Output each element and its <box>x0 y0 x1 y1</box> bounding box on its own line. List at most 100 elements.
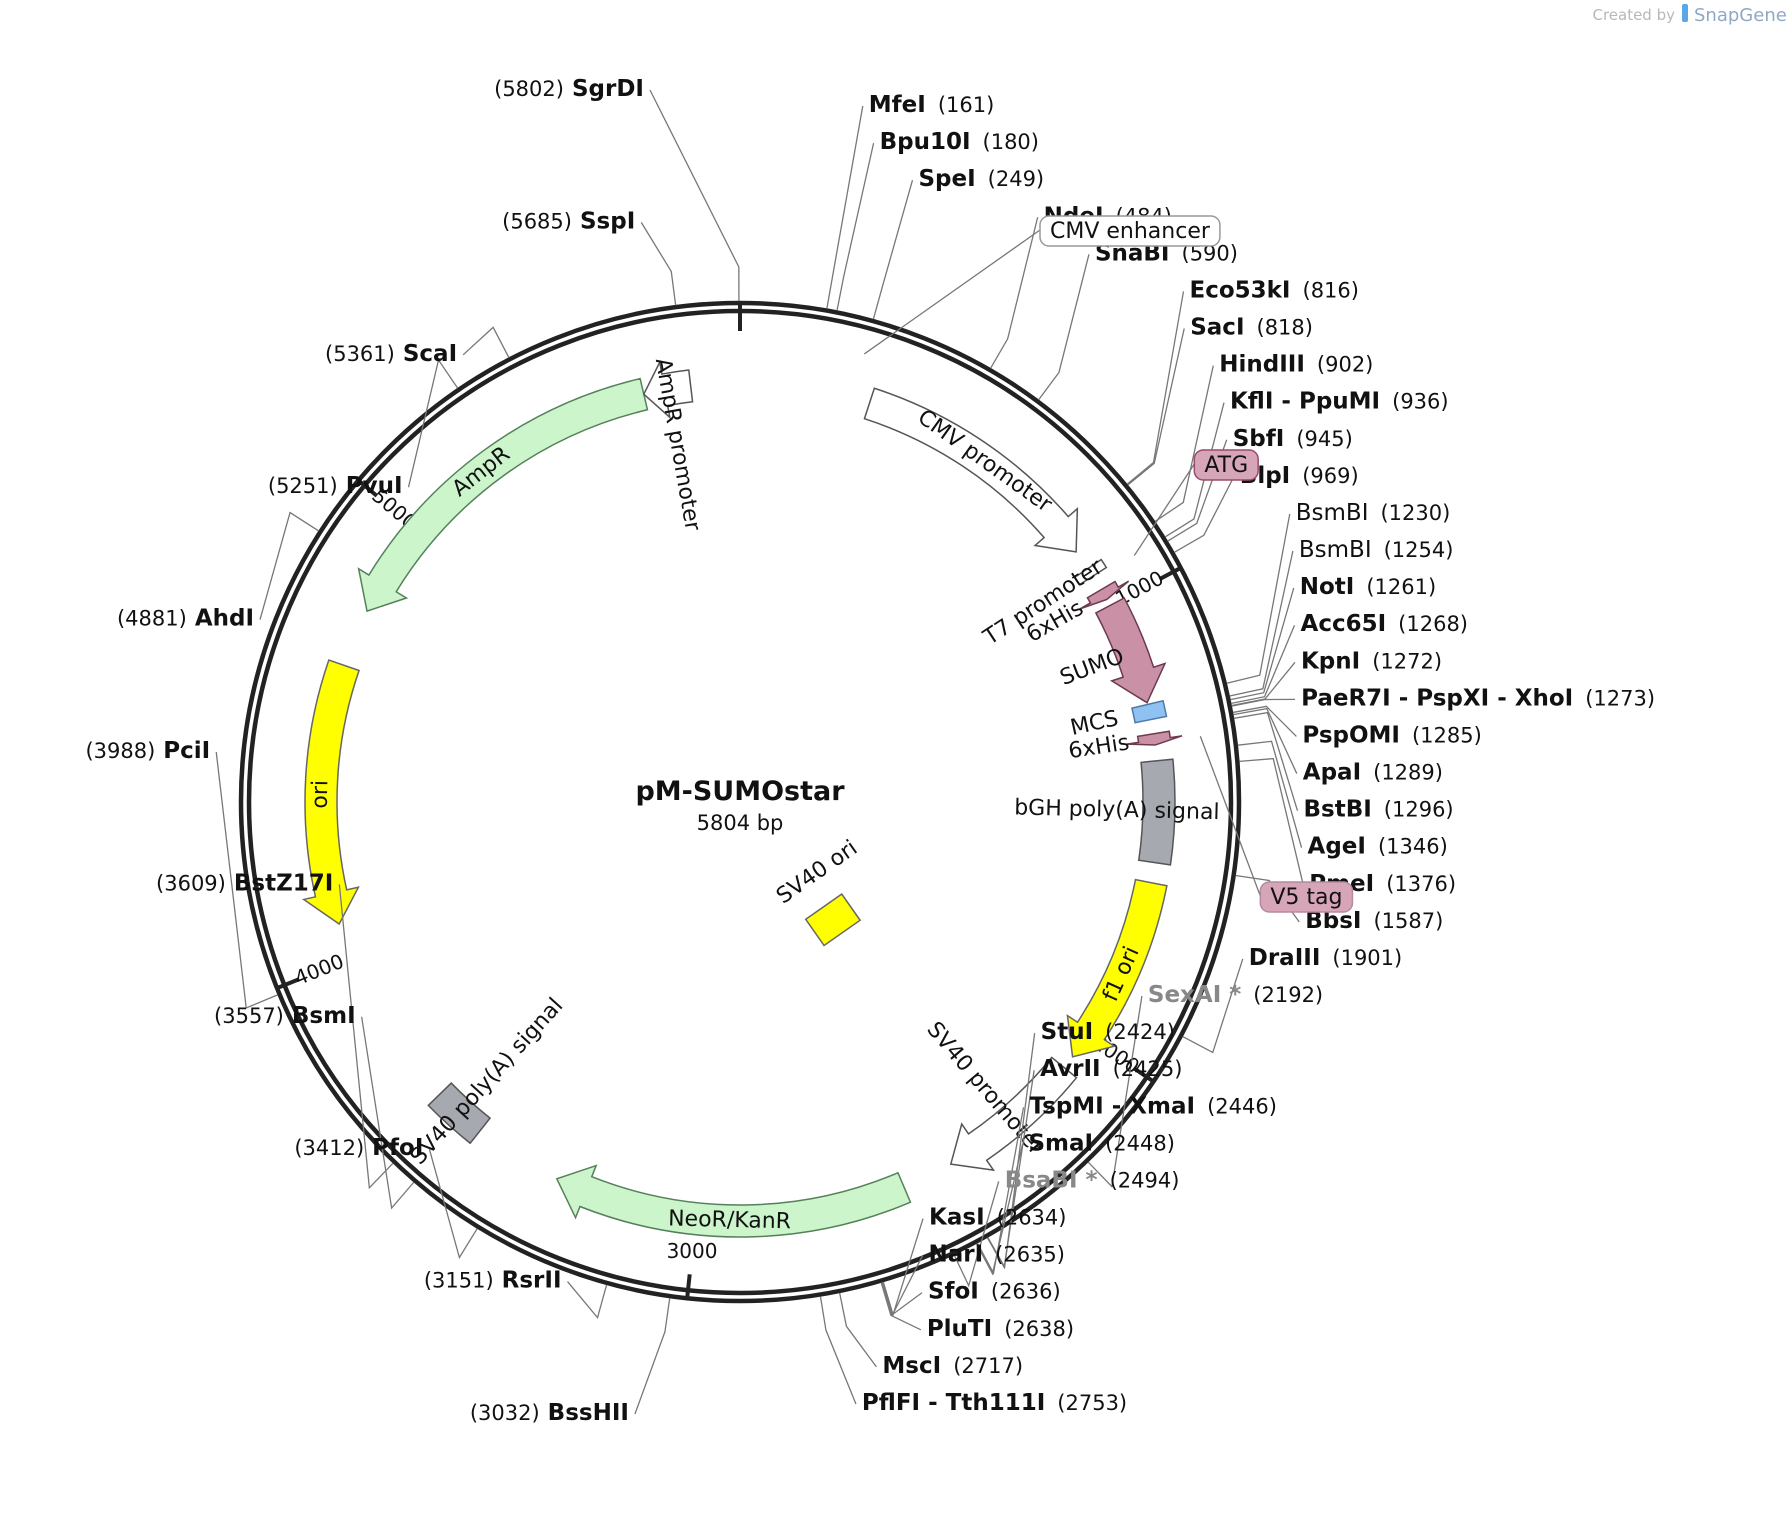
feature-label: SV40 ori <box>772 836 862 910</box>
site-pluti[interactable]: PluTI(2638) <box>927 1316 1074 1342</box>
site-tspmi-xmai[interactable]: TspMI - XmaI(2446) <box>1030 1093 1277 1119</box>
site-leader <box>872 179 914 320</box>
site-hindiii[interactable]: HindIII(902) <box>1219 352 1373 378</box>
site-name: PciI <box>163 738 210 764</box>
site-position: (1346) <box>1378 835 1448 859</box>
site-ahdi[interactable]: AhdI (4881) <box>117 606 254 632</box>
site-noti[interactable]: NotI(1261) <box>1300 574 1436 600</box>
site-sfoi[interactable]: SfoI(2636) <box>928 1279 1061 1305</box>
site-apai[interactable]: ApaI (1289) <box>1303 760 1443 786</box>
feature-sv40-ori[interactable]: SV40 ori <box>772 836 862 947</box>
site-bstz17i[interactable]: BstZ17I(3609) <box>156 870 333 896</box>
feature-shape <box>642 359 694 420</box>
feature-ampr-promoter[interactable]: AmpR promoter <box>642 356 705 534</box>
site-leader <box>1164 402 1225 538</box>
site-position: (5685) <box>502 209 572 233</box>
site-position: (945) <box>1296 427 1352 451</box>
site-leader <box>634 1297 671 1415</box>
site-position: (1289) <box>1373 761 1443 785</box>
site-leader <box>361 1016 415 1210</box>
site-bsmbi[interactable]: BsmBI(1254) <box>1299 537 1454 563</box>
feature-sv40-poly-a-signal[interactable]: SV40 poly(A) signal <box>406 993 568 1169</box>
site-bsabi[interactable]: BsaBI *(2494) <box>1005 1167 1180 1193</box>
site-pspomi[interactable]: PspOMI (1285) <box>1302 722 1481 748</box>
site-name: BstBI <box>1303 797 1371 823</box>
site-position: (4881) <box>117 607 187 631</box>
site-kpni[interactable]: KpnI(1272) <box>1301 648 1442 674</box>
site-position: (2192) <box>1253 983 1323 1007</box>
site-avrii[interactable]: AvrII(2425) <box>1040 1056 1182 1082</box>
site-name: MscI <box>882 1353 941 1379</box>
site-spei[interactable]: SpeI(249) <box>918 166 1044 192</box>
tick-label: 4000 <box>291 949 347 990</box>
site-position: (1261) <box>1366 575 1436 599</box>
site-leader <box>836 142 875 311</box>
site-kasi[interactable]: KasI(2634) <box>929 1205 1066 1231</box>
site-name: HindIII <box>1219 352 1305 378</box>
box-leader <box>863 229 1041 355</box>
site-name: SgrDI <box>572 76 644 102</box>
site-leader <box>1126 291 1185 485</box>
site-leader <box>1230 587 1295 701</box>
site-leaders <box>215 89 1304 1415</box>
feature-shape <box>949 1056 1078 1172</box>
site-draiii[interactable]: DraIII(1901) <box>1249 945 1402 971</box>
site-position: (1285) <box>1412 723 1482 747</box>
site-name: SspI <box>580 208 635 234</box>
feature-cmv-promoter[interactable]: CMV promoter <box>863 387 1079 553</box>
boxed-v5-tag[interactable]: V5 tag <box>1199 736 1354 913</box>
site-smai[interactable]: SmaI(2448) <box>1028 1130 1174 1156</box>
site-leader <box>826 105 864 309</box>
tick-4000 <box>276 977 301 990</box>
site-leader <box>640 222 677 306</box>
site-paer7i-pspxi-xhoi[interactable]: PaeR7I - PspXI - XhoI(1273) <box>1301 685 1655 711</box>
site-leader <box>953 1181 1000 1288</box>
feature-ori[interactable]: ori <box>301 659 361 926</box>
site-kfli-ppumi[interactable]: KflI - PpuMI(936) <box>1230 389 1449 415</box>
site-msci[interactable]: MscI(2717) <box>882 1353 1023 1379</box>
site-sbfi[interactable]: SbfI (945) <box>1233 426 1353 452</box>
site-name: PspOMI <box>1302 722 1400 748</box>
site-agei[interactable]: AgeI(1346) <box>1308 834 1448 860</box>
site-name: RsrII <box>502 1268 562 1294</box>
site-mfei[interactable]: MfeI(161) <box>869 92 995 118</box>
site-bpu10i[interactable]: Bpu10I(180) <box>880 129 1039 155</box>
feature-neor-kanr[interactable]: NeoR/KanR <box>555 1164 912 1238</box>
site-eco53ki[interactable]: Eco53kI(816) <box>1189 277 1358 303</box>
site-acc65i[interactable]: Acc65I(1268) <box>1301 611 1468 637</box>
site-position: (1376) <box>1386 872 1456 896</box>
site-pfoi[interactable]: PfoI(3412) <box>294 1135 423 1161</box>
site-position: (3032) <box>470 1401 540 1425</box>
site-bsmbi[interactable]: BsmBI(1230) <box>1296 500 1451 526</box>
site-position: (936) <box>1392 390 1448 414</box>
site-rsrii[interactable]: RsrII(3151) <box>424 1268 562 1294</box>
site-sspi[interactable]: SspI (5685) <box>502 208 635 234</box>
restriction-sites: SgrDI(5802) SspI (5685) ScaI(5361) PvuI(5251… <box>85 76 1655 1426</box>
tick-label: 3000 <box>667 1239 718 1263</box>
site-name: TspMI - XmaI <box>1030 1093 1196 1119</box>
site-nari[interactable]: NarI(2635) <box>928 1242 1065 1268</box>
site-pvui[interactable]: PvuI(5251) <box>268 473 403 499</box>
site-bsshii[interactable]: BssHII(3032) <box>470 1400 629 1426</box>
boxed-atg[interactable]: ATG <box>1133 449 1259 556</box>
site-saci[interactable]: SacI(818) <box>1190 315 1313 341</box>
site-leader <box>428 1149 478 1260</box>
feature-shape <box>1137 758 1176 866</box>
site-stui[interactable]: StuI(2424) <box>1041 1019 1175 1045</box>
site-scai[interactable]: ScaI(5361) <box>325 341 457 367</box>
site-name: ApaI <box>1303 760 1361 786</box>
site-name: AhdI <box>195 606 254 632</box>
feature-bgh-poly-a-signal[interactable]: bGH poly(A) signal <box>1014 758 1220 866</box>
snapgene-credit[interactable]: Created by SnapGene <box>1592 4 1787 26</box>
site-bstbi[interactable]: BstBI(1296) <box>1303 797 1453 823</box>
site-bsmi[interactable]: BsmI(3557) <box>214 1003 356 1029</box>
site-pcii[interactable]: PciI(3988) <box>85 738 210 764</box>
site-position: (1268) <box>1398 612 1468 636</box>
site-pflfi-tth111i[interactable]: PflFI - Tth111I(2753) <box>862 1390 1127 1416</box>
boxed-cmv-enhancer[interactable]: CMV enhancer <box>863 215 1221 355</box>
site-name: DraIII <box>1249 945 1321 971</box>
site-name: SbfI <box>1233 426 1285 452</box>
site-sgrdi[interactable]: SgrDI(5802) <box>494 76 644 102</box>
site-sexai[interactable]: SexAI *(2192) <box>1148 982 1323 1008</box>
site-leader <box>880 1282 922 1331</box>
